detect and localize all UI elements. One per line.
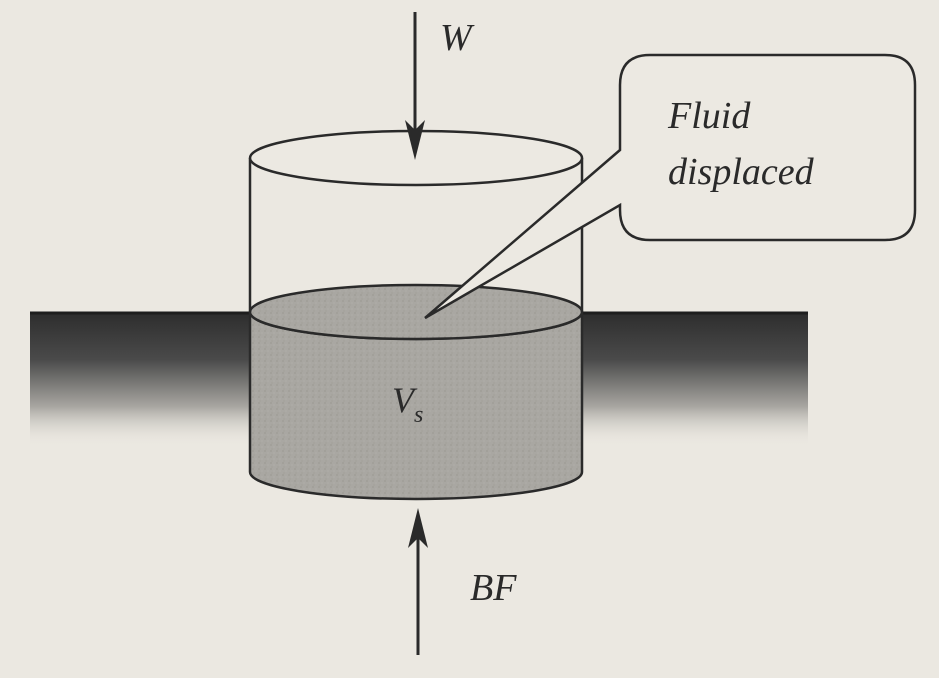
waterline-ellipse (248, 283, 584, 341)
volume-label-main: V (392, 380, 418, 420)
weight-arrow-head (405, 120, 425, 160)
buoyant-force-arrow-head (408, 508, 428, 548)
callout-text-line2: displaced (668, 151, 815, 193)
callout-text-line1: Fluid (667, 95, 751, 137)
buoyant-force-label: BF (470, 567, 517, 609)
volume-label-subscript: s (414, 402, 423, 428)
volume-label: Vs (392, 380, 423, 428)
callout-bubble (424, 53, 917, 320)
weight-label: W (440, 17, 475, 59)
